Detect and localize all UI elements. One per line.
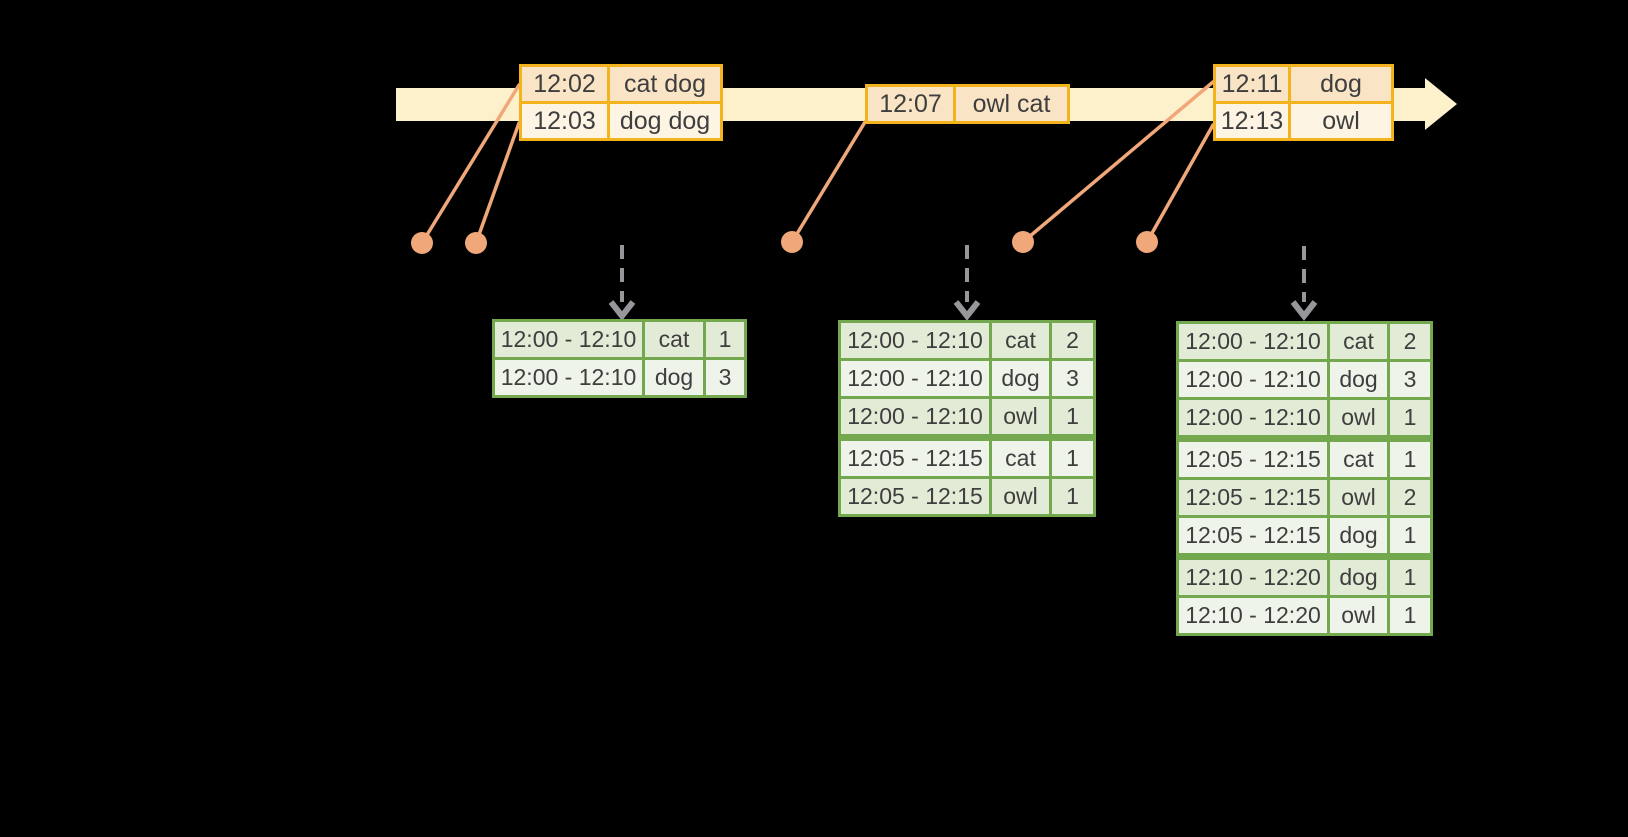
- event-connector-line: [474, 121, 521, 245]
- result-window-cell: 12:00 - 12:10: [1179, 400, 1327, 435]
- result-window-cell: 12:10 - 12:20: [1179, 560, 1327, 595]
- result-count-cell: 1: [1390, 518, 1430, 553]
- event-connector-line: [420, 83, 521, 245]
- result-word-cell: owl: [992, 479, 1049, 514]
- result-count-cell: 3: [706, 360, 744, 395]
- result-word-cell: owl: [1330, 480, 1387, 515]
- event-words-cell: owl cat: [956, 87, 1067, 121]
- result-count-cell: 1: [1390, 442, 1430, 477]
- result-count-cell: 1: [1390, 560, 1430, 595]
- result-window-cell: 12:05 - 12:15: [1179, 480, 1327, 515]
- result-window-cell: 12:05 - 12:15: [1179, 518, 1327, 553]
- result-window-cell: 12:00 - 12:10: [495, 322, 642, 357]
- result-window-cell: 12:05 - 12:15: [841, 441, 989, 476]
- result-count-cell: 2: [1390, 480, 1430, 515]
- event-dot-icon: [1136, 231, 1158, 253]
- result-count-cell: 1: [1390, 400, 1430, 435]
- result-word-cell: dog: [1330, 560, 1387, 595]
- result-count-cell: 1: [1390, 598, 1430, 633]
- event-dot-icon: [781, 231, 803, 253]
- result-word-cell: dog: [645, 360, 703, 395]
- result-word-cell: owl: [992, 399, 1049, 434]
- event-time-cell: 12:03: [522, 104, 607, 138]
- result-count-cell: 2: [1390, 324, 1430, 359]
- event-connector-line: [790, 120, 867, 244]
- event-time-cell: 12:02: [522, 67, 607, 101]
- result-word-cell: cat: [992, 323, 1049, 358]
- result-window-cell: 12:00 - 12:10: [1179, 324, 1327, 359]
- result-count-cell: 2: [1052, 323, 1093, 358]
- event-time-cell: 12:13: [1216, 104, 1288, 138]
- result-window-cell: 12:10 - 12:20: [1179, 598, 1327, 633]
- result-count-cell: 1: [1052, 479, 1093, 514]
- timeline-arrowhead-icon: [1425, 78, 1457, 130]
- result-window-cell: 12:00 - 12:10: [1179, 362, 1327, 397]
- result-count-cell: 1: [1052, 399, 1093, 434]
- event-words-cell: dog dog: [610, 104, 720, 138]
- trigger-arrowhead-icon: [953, 300, 981, 321]
- event-words-cell: dog: [1291, 67, 1391, 101]
- result-word-cell: cat: [992, 441, 1049, 476]
- result-count-cell: 3: [1052, 361, 1093, 396]
- result-word-cell: cat: [1330, 442, 1387, 477]
- result-word-cell: dog: [1330, 518, 1387, 553]
- result-window-cell: 12:00 - 12:10: [495, 360, 642, 395]
- trigger-arrowhead-icon: [1290, 300, 1318, 321]
- result-window-cell: 12:00 - 12:10: [841, 323, 989, 358]
- event-words-cell: cat dog: [610, 67, 720, 101]
- result-window-cell: 12:05 - 12:15: [1179, 442, 1327, 477]
- event-connector-line: [1145, 123, 1215, 244]
- event-words-cell: owl: [1291, 104, 1391, 138]
- result-count-cell: 1: [1052, 441, 1093, 476]
- result-window-cell: 12:00 - 12:10: [841, 361, 989, 396]
- event-time-cell: 12:07: [868, 87, 953, 121]
- result-count-cell: 3: [1390, 362, 1430, 397]
- event-connector-line: [1021, 80, 1215, 244]
- result-word-cell: owl: [1330, 598, 1387, 633]
- event-time-cell: 12:11: [1216, 67, 1288, 101]
- result-count-cell: 1: [706, 322, 744, 357]
- trigger-arrowhead-icon: [608, 300, 636, 321]
- event-dot-icon: [1012, 231, 1034, 253]
- event-dot-icon: [465, 232, 487, 254]
- result-word-cell: owl: [1330, 400, 1387, 435]
- result-window-cell: 12:05 - 12:15: [841, 479, 989, 514]
- result-window-cell: 12:00 - 12:10: [841, 399, 989, 434]
- result-word-cell: cat: [1330, 324, 1387, 359]
- result-word-cell: dog: [992, 361, 1049, 396]
- result-word-cell: cat: [645, 322, 703, 357]
- result-word-cell: dog: [1330, 362, 1387, 397]
- event-dot-icon: [411, 232, 433, 254]
